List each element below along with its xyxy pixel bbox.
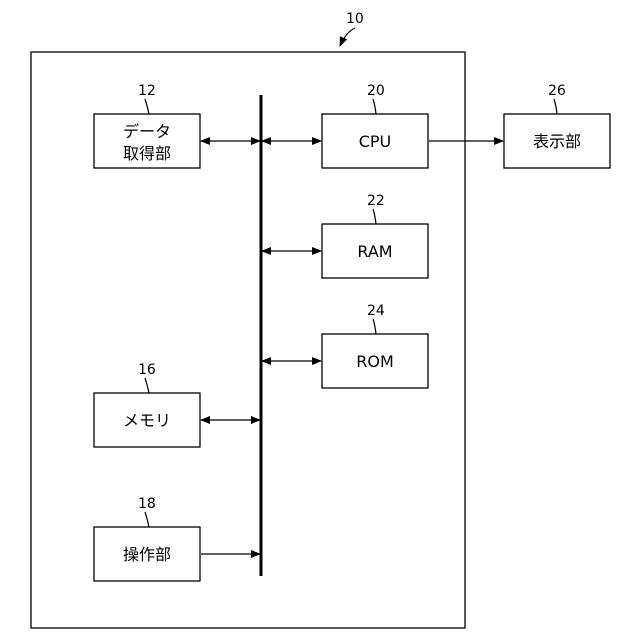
memory-label: メモリ xyxy=(123,411,171,430)
operation-ref: 18 xyxy=(138,496,156,512)
ram-label: RAM xyxy=(357,242,392,261)
display-ref-tick xyxy=(554,99,557,114)
rom-label: ROM xyxy=(356,352,394,371)
system-ref: 10 xyxy=(346,11,364,27)
data-acquisition-label-2: 取得部 xyxy=(123,144,171,163)
display-ref: 26 xyxy=(548,83,566,99)
cpu-ref: 20 xyxy=(367,83,385,99)
data-acquisition-ref: 12 xyxy=(138,83,156,99)
operation-label: 操作部 xyxy=(123,545,171,564)
rom-ref: 24 xyxy=(367,303,385,319)
ram-ref: 22 xyxy=(367,193,385,209)
cpu-label: CPU xyxy=(359,132,392,151)
system-ref-leader xyxy=(340,28,355,46)
display-label: 表示部 xyxy=(533,132,581,151)
data-acquisition-label-1: データ xyxy=(123,122,171,141)
memory-ref: 16 xyxy=(138,362,156,378)
